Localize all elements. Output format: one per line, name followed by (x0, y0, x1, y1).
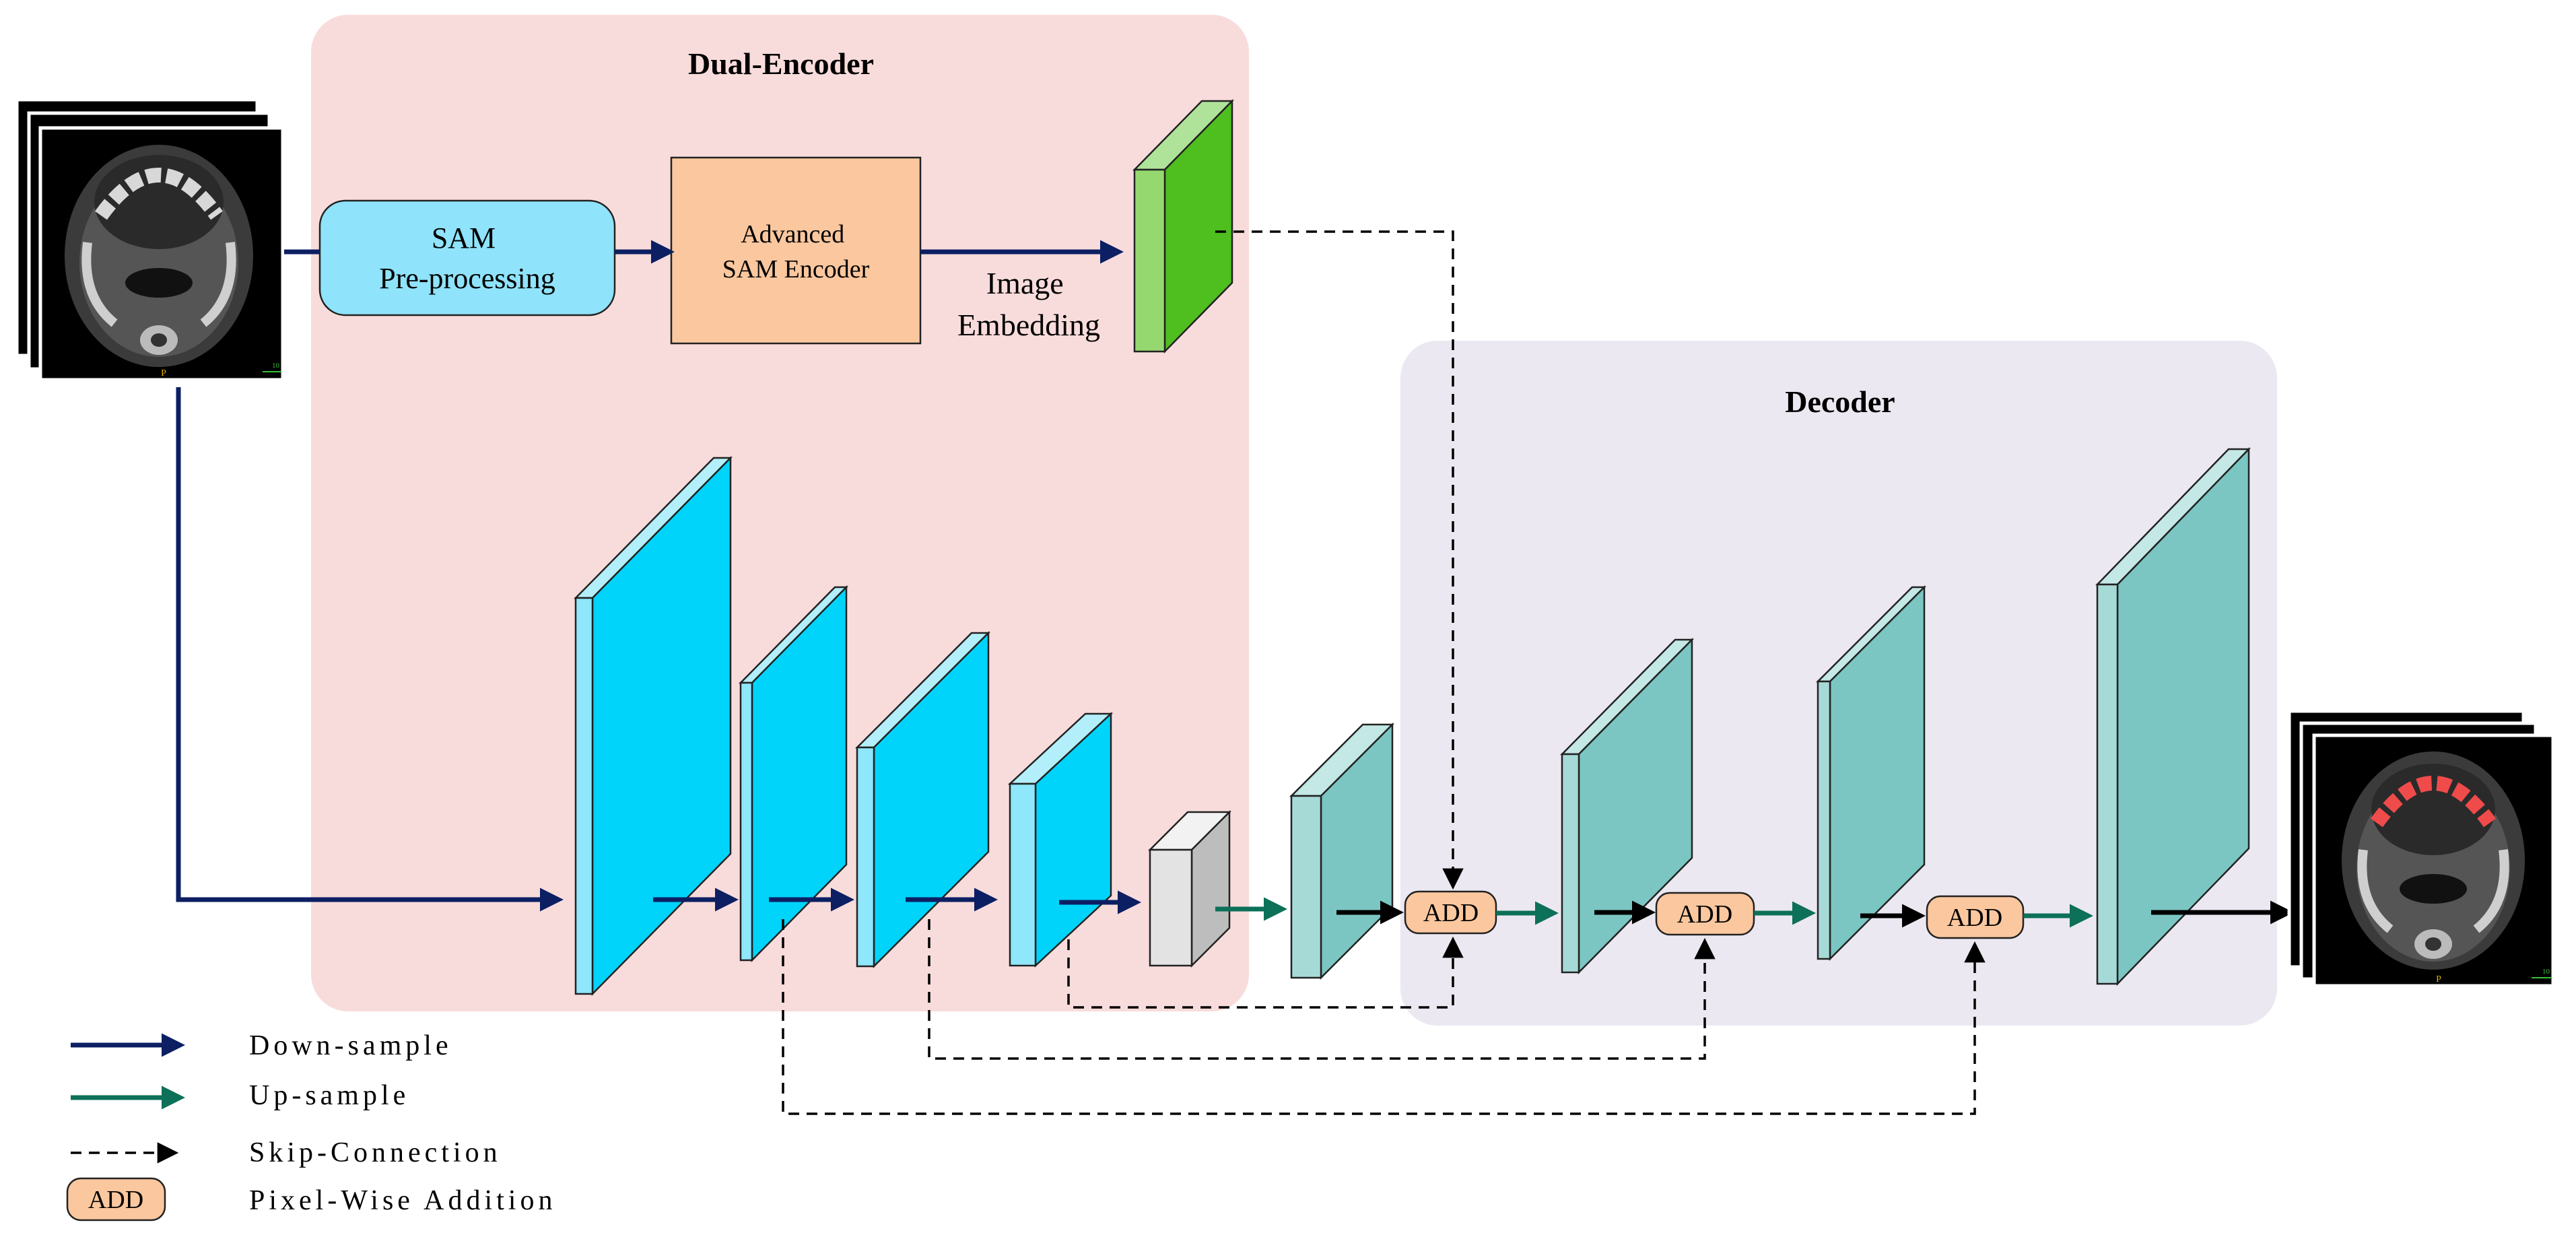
output-scale-mark: 10 (2542, 968, 2550, 976)
legend-skip-connection-label: Skip-Connection (249, 1137, 502, 1168)
input-ct-scan-stack: P 10 (15, 98, 285, 382)
decoder-block-4 (2095, 446, 2251, 986)
sam-preprocessing-block (318, 199, 616, 316)
skip-encoder2-to-add3 (782, 919, 1986, 1115)
output-ct-slice (2342, 751, 2525, 970)
legend-add-box-label: ADD (88, 1186, 143, 1214)
upsample-arrows (1215, 897, 2093, 928)
decoder-block-2 (1560, 637, 1694, 975)
svg-text:SAM Pre-processing: SAM Pre-processing (379, 222, 555, 295)
output-ct-scan-stack: P 10 (2287, 709, 2555, 988)
svg-text:Advanced SAM Encoder: Advanced SAM Encoder (722, 220, 870, 283)
skip-connections (782, 230, 1986, 1115)
advanced-sam-encoder-line2: SAM Encoder (722, 255, 870, 283)
svg-text:Image Embedding: Image Embedding (957, 266, 1100, 342)
advanced-sam-encoder-line1: Advanced (741, 220, 844, 248)
input-orientation-mark: P (161, 368, 166, 378)
encoder-block-2 (739, 584, 848, 963)
legend-add-box (66, 1177, 166, 1221)
input-scale-mark: 10 (272, 362, 280, 370)
legend-pixel-wise-addition-label: Pixel-Wise Addition (249, 1185, 556, 1216)
encoder-block-1 (574, 455, 733, 997)
add-node-2: ADD (1655, 892, 1755, 936)
sam-preprocessing-line1: SAM (432, 222, 496, 255)
advanced-sam-encoder-block (670, 156, 922, 345)
add-node-1-label: ADD (1423, 899, 1479, 927)
add-node-1: ADD (1404, 890, 1497, 935)
sam-preprocessing-line2: Pre-processing (379, 262, 555, 295)
image-embedding-line1: Image (986, 266, 1064, 300)
legend: Down-sample Up-sample Skip-Connection AD… (66, 1030, 556, 1221)
decoder-title: Decoder (1785, 384, 1895, 419)
encoder-downsample-arrows (653, 888, 1141, 914)
image-embedding-line2: Embedding (957, 308, 1100, 342)
bottleneck-block (1147, 809, 1232, 968)
legend-down-sample-label: Down-sample (249, 1030, 452, 1061)
add-node-3-label: ADD (1947, 904, 2002, 932)
add-node-3: ADD (1926, 895, 2025, 939)
decoder-flow-arrows (1336, 900, 2294, 928)
add-node-2-label: ADD (1677, 900, 1732, 929)
encoder-block-3 (854, 630, 991, 969)
decoder-block-3 (1815, 584, 1927, 962)
legend-up-sample-label: Up-sample (249, 1080, 409, 1111)
dual-encoder-title: Dual-Encoder (688, 46, 874, 81)
output-orientation-mark: P (2436, 974, 2441, 984)
image-embedding-block (1132, 98, 1234, 354)
skip-encoder3-to-add2 (928, 919, 1716, 1060)
input-ct-slice (65, 145, 253, 367)
decoder-block-1 (1289, 722, 1395, 980)
skip-encoder4-to-add1 (1067, 936, 1464, 1009)
skip-embedding-to-add1 (1215, 230, 1464, 890)
input-to-encoder-arrow (176, 387, 564, 912)
